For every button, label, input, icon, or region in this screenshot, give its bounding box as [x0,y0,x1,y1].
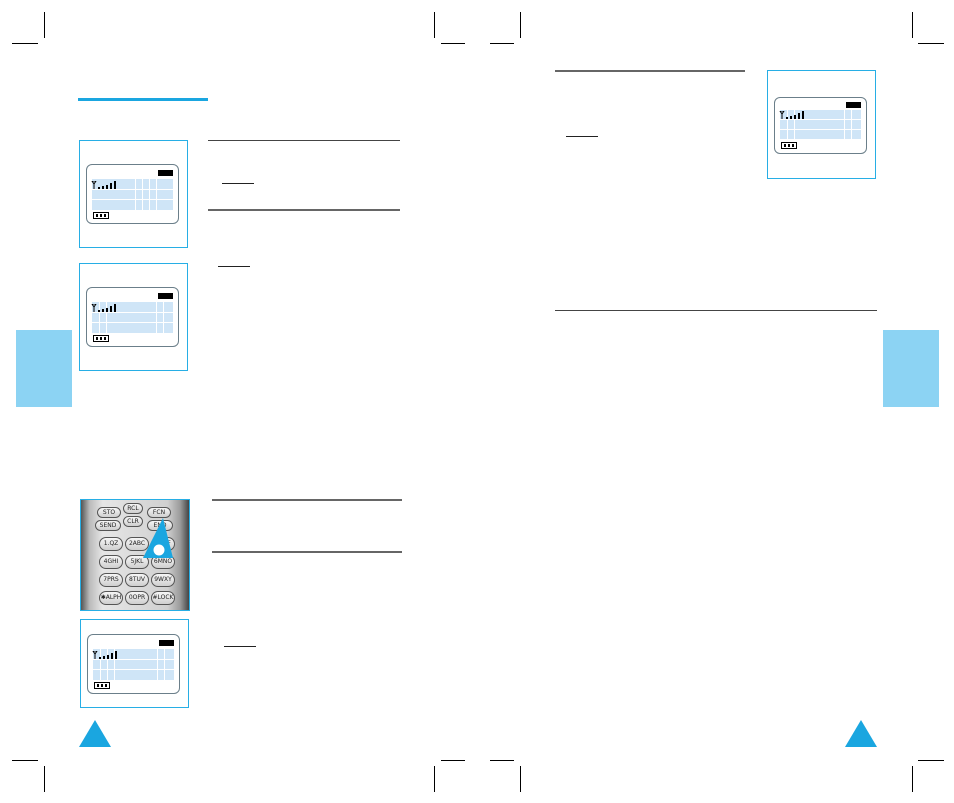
note-underline [222,183,254,184]
antenna-signal-icon [779,111,804,119]
keypad-illustration: STO RCL FCN SEND CLR END 1.QZ 2ABC 3DEF … [80,499,190,611]
key-8[interactable]: 8TUV [125,573,149,587]
key-9[interactable]: 9WXY [151,573,175,587]
crop-mark [434,12,435,38]
crop-mark [12,760,38,761]
note-underline [224,646,256,647]
crop-mark [918,43,944,44]
crop-mark [441,43,465,44]
rcl-key[interactable]: RCL [123,503,143,514]
key-2[interactable]: 2ABC [125,537,149,551]
display-illustration [79,140,188,248]
section-rule [208,209,400,211]
note-underline [566,136,598,137]
page-marker-triangle-icon [845,720,877,747]
crop-mark [44,766,45,792]
crop-mark [520,766,521,792]
display-indicator [158,170,173,176]
key-4[interactable]: 4GHI [99,555,123,569]
chapter-tab-left [16,330,72,407]
section-rule [208,140,400,141]
antenna-signal-icon [91,181,116,189]
clr-key[interactable]: CLR [123,516,143,527]
battery-icon [93,335,109,342]
key-hash[interactable]: #LOCK [151,591,175,605]
crop-mark [520,12,521,38]
page-marker-triangle-icon [79,720,111,747]
crop-mark [44,12,45,38]
antenna-signal-icon [92,651,117,659]
sto-key[interactable]: STO [97,507,121,518]
section-rule [555,70,745,72]
phone-display [774,97,867,154]
key-star[interactable]: ✱ALPH [99,591,123,605]
fcn-key[interactable]: FCN [147,507,171,518]
battery-icon [781,142,797,149]
crop-mark [12,43,38,44]
send-key[interactable]: SEND [95,520,121,531]
key-5[interactable]: 5JKL [125,555,149,569]
display-illustration [80,619,189,708]
crop-mark [912,12,913,38]
crop-mark [918,760,944,761]
display-indicator [158,293,173,299]
key-1[interactable]: 1.QZ [99,537,123,551]
display-illustration [79,263,188,371]
key-0[interactable]: 0OPR [125,591,149,605]
section-rule [212,551,402,553]
crop-mark [912,766,913,792]
battery-icon [93,212,109,219]
phone-display [86,164,179,224]
battery-icon [94,682,110,689]
display-indicator [846,102,861,108]
display-indicator [159,640,174,646]
note-underline [218,266,250,267]
crop-mark [490,43,514,44]
phone-display [86,287,179,347]
pointer-arrow-icon [143,518,173,558]
section-rule [212,499,402,501]
crop-mark [490,760,514,761]
phone-display [87,634,180,694]
crop-mark [441,760,465,761]
section-heading-bar [78,98,208,101]
crop-mark [434,766,435,792]
display-illustration [767,70,876,179]
antenna-signal-icon [91,304,116,312]
key-7[interactable]: 7PRS [99,573,123,587]
section-rule [555,310,877,311]
chapter-tab-right [883,330,939,407]
